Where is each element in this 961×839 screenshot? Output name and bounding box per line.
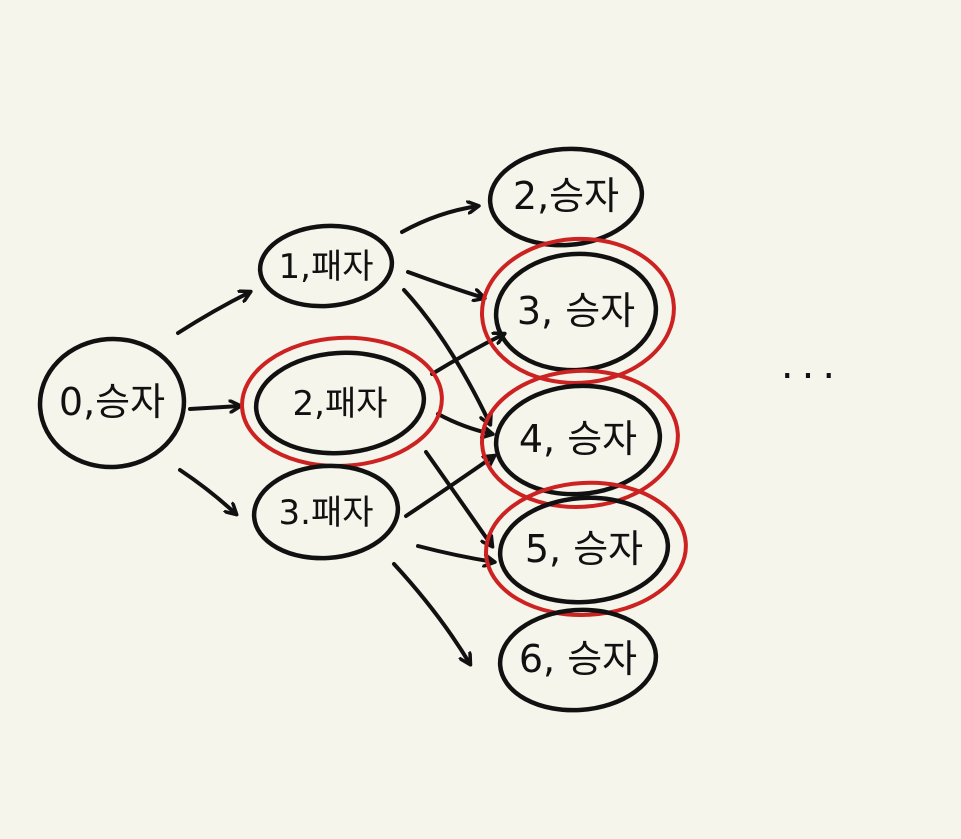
node-outline-r6 [497, 607, 659, 713]
node-outline-r5 [497, 495, 671, 605]
highlight-circle-r4 [480, 368, 680, 509]
edge-n2-r3 [430, 334, 504, 376]
node-r2: 2,승자 [487, 146, 645, 248]
edge-n1-r3 [406, 270, 484, 298]
highlight-circle-r3 [480, 236, 676, 385]
node-r6: 6, 승자 [497, 607, 659, 713]
node-label-r4: 4, 승자 [519, 417, 637, 461]
node-outline-r4 [493, 383, 663, 497]
edge-n2-r4 [436, 412, 492, 434]
node-r5: 5, 승자 [484, 480, 688, 618]
node-label-r5: 5, 승자 [525, 527, 643, 571]
edge-n1-r4 [402, 288, 490, 424]
continuation-dots: ... [781, 342, 843, 388]
node-outline-n1 [257, 223, 395, 309]
node-label-r6: 6, 승자 [519, 637, 637, 681]
node-outline-n3 [251, 463, 401, 561]
edge-n0-n1 [176, 292, 250, 335]
edge-n3-r6 [392, 562, 470, 664]
node-r4: 4, 승자 [480, 368, 680, 509]
edge-n1-r2 [400, 206, 478, 234]
node-n0: 0,승자 [37, 336, 187, 470]
node-label-n1: 1,패자 [279, 247, 374, 287]
node-label-n0: 0,승자 [59, 380, 165, 424]
node-outline-r2 [487, 146, 645, 248]
edge-n3-r5 [416, 544, 494, 562]
node-r3: 3, 승자 [480, 236, 676, 385]
highlight-circle-r5 [484, 480, 688, 618]
node-outline-n0 [37, 336, 187, 470]
edge-n0-n2 [188, 406, 240, 409]
edge-n2-r5 [424, 450, 492, 546]
node-label-n3: 3.패자 [279, 493, 374, 533]
node-label-r3: 3, 승자 [517, 289, 635, 333]
node-outline-n2 [253, 350, 427, 456]
node-label-r2: 2,승자 [513, 174, 619, 218]
edge-n3-r4 [404, 456, 494, 518]
node-n1: 1,패자 [257, 223, 395, 309]
node-label-n2: 2,패자 [293, 384, 388, 424]
node-n2: 2,패자 [240, 335, 444, 469]
node-n3: 3.패자 [251, 463, 401, 561]
edge-n0-n3 [178, 468, 236, 514]
edges-layer [176, 206, 504, 664]
continuation-ellipsis: ... [781, 342, 843, 388]
nodes-layer: 0,승자 1,패자 2,패자 3.패자 2,승자 3, 승자 4, 승자 5, 승자 6, 승자 [37, 146, 688, 713]
